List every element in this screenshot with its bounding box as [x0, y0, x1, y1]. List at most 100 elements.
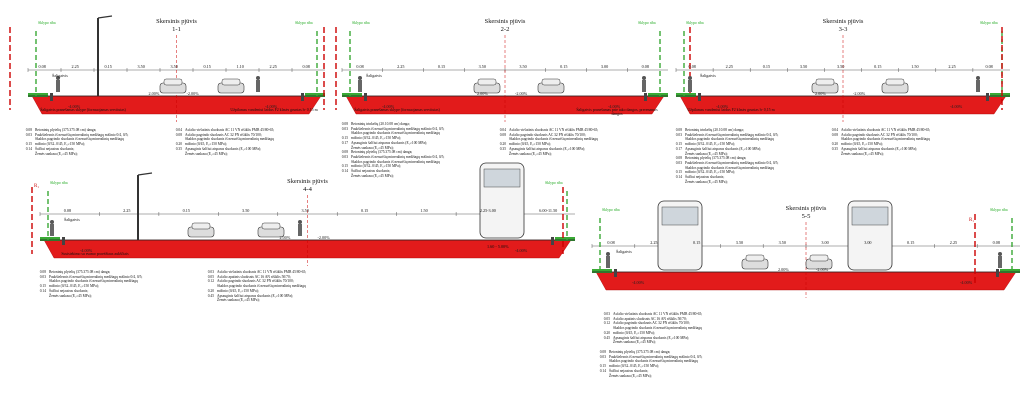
curb [62, 237, 65, 245]
curb [996, 269, 999, 277]
layer-description: Žemės sankasa (E₂≥45 MPa); [685, 151, 728, 156]
layer-thickness: 0.12 [207, 279, 214, 284]
layer-row: Skaldos pagrindo sluoksnis iš nesurištų … [496, 137, 598, 142]
property-line-label-right: Sklypo riba [295, 21, 313, 25]
slope-label: -4.00% [80, 248, 93, 253]
layer-thickness: 0.03 [341, 154, 348, 159]
layer-description: Skaldos pagrindo sluoksnis iš nesurištų … [613, 326, 702, 331]
layer-thickness: 0.45 [207, 293, 214, 298]
pedestrian-body-icon [256, 80, 260, 92]
layer-description: mišinio (0/32..0/45, E₂≥150 MPa); [351, 136, 401, 141]
layer-description: Asfalto pagrindo sluoksnis AC 32 PN riši… [217, 279, 294, 284]
red-line-marker-label: R₁ [34, 184, 40, 189]
car-roof-icon [221, 78, 241, 86]
dimension-value: 0.15 [560, 64, 568, 69]
bus-windshield-icon [483, 168, 521, 188]
layer-description: mišinio (0/32..0/45, E₂≥150 MPa); [351, 164, 401, 169]
section-4-4 [31, 162, 575, 266]
layer-thickness: 0.08 [25, 128, 32, 132]
layer-description: Betoninių plytelių (375.375.08 cm) danga… [609, 350, 671, 354]
dimension-value: 3.50 [799, 64, 808, 69]
layer-thickness: 0.03 [25, 132, 32, 137]
pedestrian-body-icon [358, 80, 362, 92]
green-verge-right [305, 93, 325, 97]
layer-description: Skaldos pagrindo sluoksnis iš nesurištų … [351, 131, 440, 136]
layer-description: Žemės sankasa (E₂≥45 MPa); [185, 151, 228, 156]
layer-thickness: 0.35 [831, 146, 838, 151]
section-2-2 [323, 27, 691, 122]
layer-thickness [600, 340, 610, 345]
dimension-value: 3.00 [821, 240, 829, 245]
layer-description: mišinio (0/32..0/45, E₂≥150 MPa); [685, 142, 735, 147]
car-roof-icon [541, 78, 561, 86]
dimension-value: 3.50 [170, 64, 178, 69]
dimension-value: 3.50 [137, 64, 145, 69]
car-roof-icon [261, 222, 281, 230]
layer-description: Asfalto pagrindo sluoksnis AC 32 PN riši… [185, 132, 262, 137]
sidewalk-label: Šaligatvis [52, 73, 68, 78]
layer-description: Paukštelesnis iš nesurištų mineralinių m… [685, 132, 779, 137]
layer-description: Betoninių plytelių (375.375.08 cm) danga… [35, 128, 97, 132]
layer-thickness: 0.45 [603, 335, 610, 340]
curb [50, 93, 53, 101]
layer-thickness: 0.14 [341, 169, 348, 174]
car-roof-icon [815, 78, 835, 86]
section-number: 5-5 [801, 213, 811, 220]
layer-description: Asfalto viršutinis sluoksnis AC 11 VN ri… [185, 128, 275, 132]
layer-description: Paukštelesnis iš nesurištų mineralinių m… [609, 354, 703, 359]
pedestrian-body-icon [642, 80, 646, 92]
layer-description: Paukštelesnis iš nesurištų mineralinių m… [351, 154, 445, 159]
layer-thickness: 0.08 [175, 132, 182, 137]
layer-description: Apsauginis šalčiui atsparus sluoksnis (E… [685, 146, 762, 151]
property-line-label-right: Sklypo riba [990, 208, 1008, 212]
layer-row: Skaldos pagrindo sluoksnis iš nesurištų … [828, 137, 930, 142]
layer-description: Asfalto viršutinis sluoksnis AC 11 VN ri… [217, 270, 307, 274]
sidewalk-label: Šaligatvis [616, 249, 632, 254]
layer-thickness: 0.20 [603, 330, 610, 335]
slope-label: -4.00% [608, 104, 621, 109]
property-line-label-left: Sklypo riba [50, 181, 68, 185]
layer-thickness: 0.15 [25, 142, 32, 147]
dimension-value: 0.15 [360, 208, 369, 213]
dimension-value: 2.25 [650, 240, 658, 245]
layer-description: Šalčiui nejautrus sluoksnis; [609, 368, 649, 373]
section-title: Skersinis pjūvis [822, 18, 864, 25]
layer-description: Žemės sankasa (E₂≥45 MPa); [35, 151, 78, 156]
slope-label: -2.00% [816, 267, 829, 272]
pedestrian-icon [642, 76, 646, 80]
layer-description: Paukštelesnis iš nesurištų mineralinių m… [35, 132, 129, 137]
layer-thickness [828, 152, 838, 157]
callout-text: Šaligatvis pranešamas sklype (formuojama… [354, 108, 440, 112]
dimension-value: 0.15 [693, 240, 701, 245]
layer-description: Betoninių plytelių (375.375.08 cm) danga… [49, 270, 111, 274]
dimension-value: 0.08 [985, 64, 993, 69]
green-verge-left [676, 93, 696, 97]
dimension-value: 0.15 [907, 240, 915, 245]
layer-row: Žemės sankasa (E₂≥45 MPa); [172, 152, 274, 157]
layer-thickness: 0.14 [25, 146, 32, 151]
layer-description: Žemės sankasa (E₂≥45 MPa); [351, 173, 394, 178]
layer-thickness: 0.17 [675, 146, 682, 151]
sidewalk-label: Šaligatvis [700, 73, 716, 78]
pedestrian-icon [56, 76, 60, 80]
layer-description: Šalčiui nejautrus sluoksnis; [685, 175, 725, 180]
pedestrian-icon [298, 220, 302, 224]
dimension-value: 2.25 [397, 64, 405, 69]
property-line-label-right: Sklypo riba [545, 181, 563, 185]
layer-thickness [22, 152, 32, 157]
layer-row: Žemės sankasa (E₂≥45 MPa); [828, 152, 930, 157]
section-number: 1-1 [172, 26, 181, 33]
